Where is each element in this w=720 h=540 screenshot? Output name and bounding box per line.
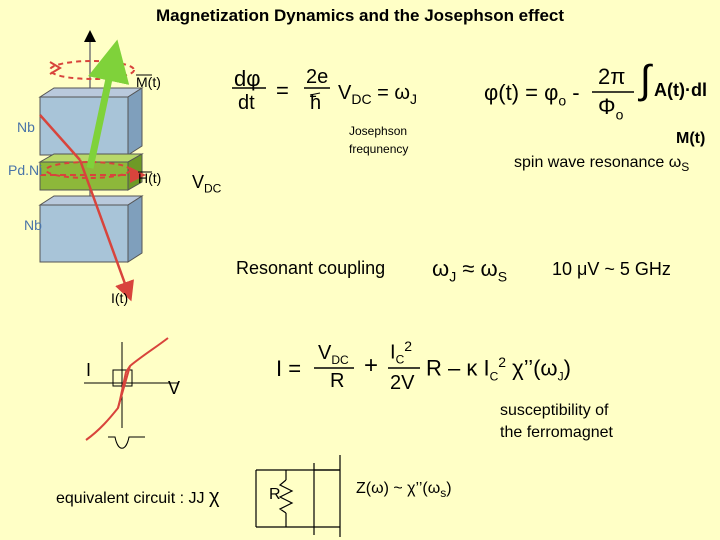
eq2-integrand: A(t)·dl bbox=[654, 80, 707, 100]
circuit-r-label: R bbox=[269, 486, 281, 503]
precession-ellipse-top bbox=[49, 60, 135, 80]
eq1-equals: = bbox=[276, 78, 289, 103]
susceptibility-line1: susceptibility of bbox=[500, 402, 609, 419]
frequency-note: frequnency bbox=[349, 142, 409, 156]
nb-bottom-block bbox=[38, 195, 144, 263]
eq2-integral: ∫ bbox=[640, 58, 651, 102]
eq2-m-label: M(t) bbox=[676, 130, 706, 147]
current-line bbox=[78, 159, 134, 302]
current-eq-ic2: IC2 bbox=[390, 338, 413, 367]
spin-wave-label: spin wave resonance ωS bbox=[514, 154, 690, 175]
eq2-2pi: 2π bbox=[598, 64, 626, 89]
eq1-dphi: dφ bbox=[234, 66, 261, 91]
current-eq-tail: R – κ IC2 χ’’(ωJ) bbox=[426, 354, 571, 384]
layer-label-nb-bottom: Nb bbox=[24, 217, 42, 233]
circuit-label: equivalent circuit : JJ χ bbox=[56, 486, 220, 508]
resonant-coupling-label: Resonant coupling bbox=[236, 258, 386, 278]
eq1-2e: 2e bbox=[306, 66, 329, 88]
current-eq-r: R bbox=[330, 370, 345, 392]
josephson-note: Josephson bbox=[349, 124, 408, 138]
iv-v-label: V bbox=[168, 378, 181, 398]
eq2-phi: φ(t) = φo - bbox=[484, 80, 580, 109]
layer-label-nb-top: Nb bbox=[17, 119, 35, 135]
iv-i-label: I bbox=[86, 360, 92, 380]
vdc-label: VDC bbox=[192, 172, 222, 196]
current-eq-vdc: VDC bbox=[318, 342, 349, 367]
impedance-label: Z(ω) ~ χ’’(ωs) bbox=[356, 480, 452, 501]
current-label: I(t) bbox=[111, 290, 129, 306]
iv-curve bbox=[84, 337, 178, 449]
frequency-conversion: 10 μV ~ 5 GHz bbox=[552, 259, 671, 279]
current-eq-lhs: I = bbox=[276, 356, 302, 381]
nb-top-block bbox=[38, 87, 144, 156]
magnetization-label: M(t) bbox=[136, 74, 161, 90]
eq1-hbar: ħ bbox=[310, 92, 322, 114]
layer-label-pdni: Pd.Ni bbox=[8, 162, 43, 178]
current-eq-plus: + bbox=[364, 352, 379, 379]
eq1-vdc: VDC = ωJ bbox=[338, 82, 418, 107]
field-label: H(t) bbox=[138, 170, 162, 186]
current-eq-2v: 2V bbox=[390, 372, 415, 394]
page-title: Magnetization Dynamics and the Josephson… bbox=[155, 6, 565, 25]
susceptibility-line2: the ferromagnet bbox=[500, 424, 613, 441]
magnetization-arrow bbox=[86, 39, 130, 169]
equivalent-circuit bbox=[255, 455, 341, 537]
eq2-phi0: Φo bbox=[598, 94, 624, 123]
eq1-dt: dt bbox=[238, 92, 255, 114]
resonance-condition: ωJ ≈ ωS bbox=[432, 256, 508, 285]
